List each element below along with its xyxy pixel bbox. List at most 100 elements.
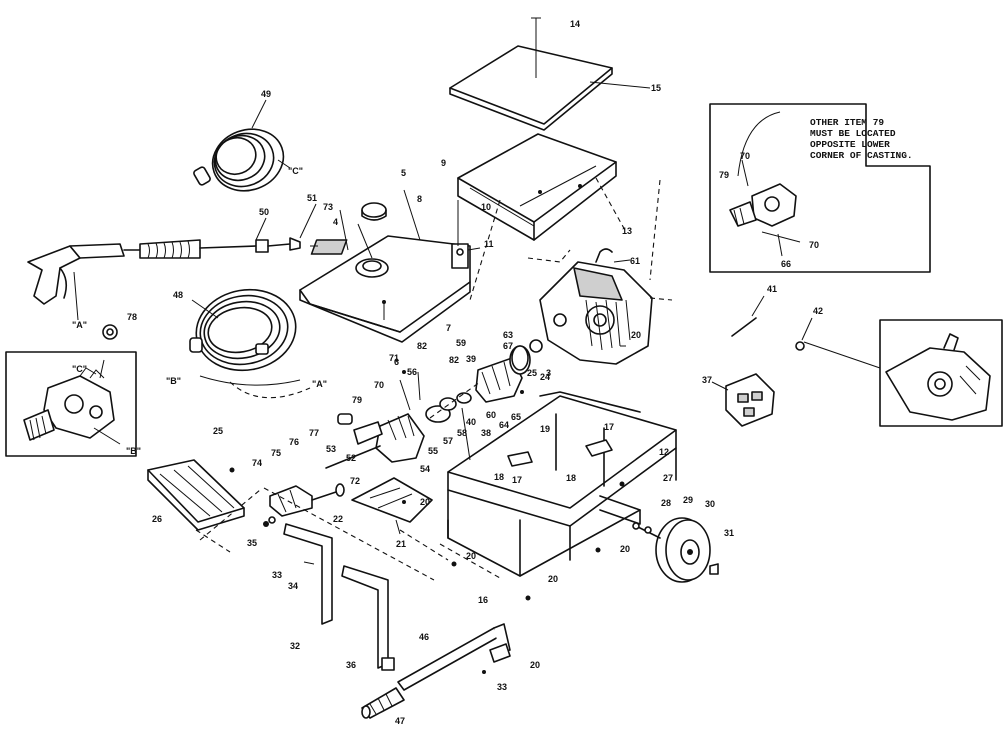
callout-label: 71	[389, 353, 399, 363]
fuel-tank-shroud	[299, 189, 471, 343]
callout-label: 82	[449, 355, 459, 365]
callout-label: 18	[494, 472, 504, 482]
callout-label: 76	[289, 437, 299, 447]
callout-label: 59	[456, 338, 466, 348]
callout-label: 79	[719, 170, 729, 180]
callout-label: "A"	[72, 320, 87, 330]
callout-label: 49	[261, 89, 271, 99]
callout-label: 15	[651, 83, 661, 93]
note-line-4: CORNER OF CASTING.	[810, 150, 913, 161]
callout-label: 27	[663, 473, 673, 483]
callout-label: 53	[326, 444, 336, 454]
callout-label: 41	[767, 284, 777, 294]
callout-label: 31	[724, 528, 734, 538]
callout-label: 22	[333, 514, 343, 524]
callout-label: 67	[503, 341, 513, 351]
callout-label: "A"	[312, 379, 327, 389]
nut-78	[102, 324, 118, 340]
callout-label: 3	[546, 368, 551, 378]
control-box-37	[711, 373, 775, 427]
washer-42	[795, 317, 881, 369]
inset-pump-left	[5, 351, 137, 457]
mount-bracket-21	[351, 477, 433, 535]
callout-label: 61	[630, 256, 640, 266]
callout-label: 74	[252, 458, 262, 468]
callout-label: 17	[604, 422, 614, 432]
callout-label: 42	[813, 306, 823, 316]
bumper-26	[147, 459, 245, 553]
callout-label: 37	[702, 375, 712, 385]
callout-label: 54	[420, 464, 430, 474]
callout-label: 63	[503, 330, 513, 340]
bolt-41	[731, 295, 765, 337]
spray-gun	[27, 203, 318, 321]
inset-pump-right	[879, 319, 1003, 427]
callout-label: "C"	[72, 364, 87, 374]
callout-label: 36	[346, 660, 356, 670]
note-line-2: MUST BE LOCATED	[810, 128, 896, 139]
cart-frame-16	[399, 391, 677, 579]
tank-bracket-11	[451, 200, 481, 269]
callout-label: 14	[570, 19, 580, 29]
callout-label: 13	[622, 226, 632, 236]
top-cover-panel	[449, 17, 651, 131]
callout-label: 39	[466, 354, 476, 364]
note-line-1: OTHER ITEM 79	[810, 117, 884, 128]
pump-assembly	[325, 345, 531, 469]
callout-label: 73	[323, 202, 333, 212]
callout-label: 26	[152, 514, 162, 524]
callout-label: 50	[259, 207, 269, 217]
callout-label: 25	[527, 368, 537, 378]
callout-label: 60	[486, 410, 496, 420]
callout-label: 82	[417, 341, 427, 351]
callout-label: 47	[395, 716, 405, 726]
callout-label: 70	[740, 151, 750, 161]
callout-label: 20	[466, 551, 476, 561]
callout-label: 52	[346, 453, 356, 463]
callout-label: 6	[394, 357, 399, 367]
gas-cap-5	[361, 202, 387, 221]
callout-label: 70	[374, 380, 384, 390]
callout-label: 9	[441, 158, 446, 168]
callout-label: 28	[661, 498, 671, 508]
callout-label: 58	[457, 428, 467, 438]
callout-label: 40	[466, 417, 476, 427]
callout-label: 57	[443, 436, 453, 446]
note-line-3: OPPOSITE LOWER	[810, 139, 890, 150]
callout-label: 56	[407, 367, 417, 377]
small-hardware	[229, 370, 625, 601]
callout-labels: 14 15 49 "C" 9 5 8 10 11 13 61 51 50 73 …	[72, 19, 823, 726]
unloader-valve	[199, 483, 435, 581]
callout-label: 72	[350, 476, 360, 486]
callout-label: 32	[290, 641, 300, 651]
callout-label: "B"	[126, 446, 141, 456]
callout-label: "C"	[288, 166, 303, 176]
hose-coil-49	[193, 99, 291, 192]
callout-label: 18	[566, 473, 576, 483]
wheel-30	[632, 517, 719, 583]
callout-label: 75	[271, 448, 281, 458]
grip-47	[361, 687, 405, 719]
callout-label: "B"	[166, 376, 181, 386]
callout-label: 35	[247, 538, 257, 548]
callout-label: 46	[419, 632, 429, 642]
callout-label: 64	[499, 420, 509, 430]
callout-label: 70	[809, 240, 819, 250]
callout-label: 21	[396, 539, 406, 549]
callout-label: 55	[428, 446, 438, 456]
callout-label: 65	[511, 412, 521, 422]
note-inset	[709, 103, 931, 273]
callout-label: 77	[309, 428, 319, 438]
callout-label: 34	[288, 581, 298, 591]
callout-label: 51	[307, 193, 317, 203]
callout-label: 7	[446, 323, 451, 333]
callout-label: 10	[481, 202, 491, 212]
callout-label: 38	[481, 428, 491, 438]
callout-label: 48	[173, 290, 183, 300]
callout-label: 25	[213, 426, 223, 436]
handle-32	[283, 523, 333, 625]
callout-label: 24	[540, 372, 550, 382]
callout-label: 20	[548, 574, 558, 584]
